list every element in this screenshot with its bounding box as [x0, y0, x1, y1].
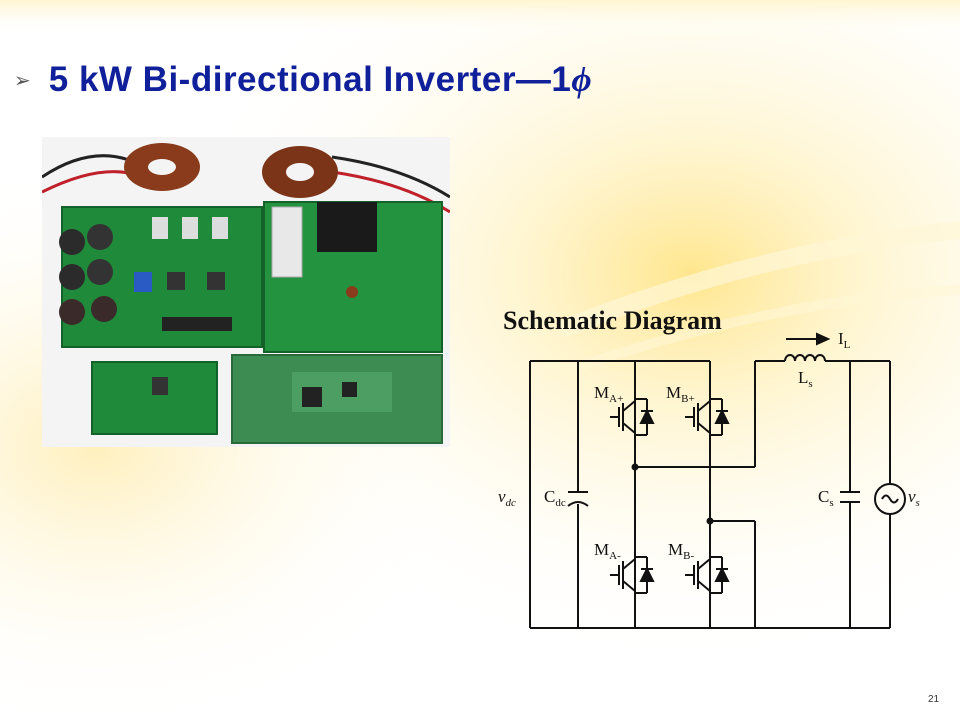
switch-ma-minus — [610, 525, 655, 628]
switch-mb-plus — [685, 361, 730, 467]
ac-source-icon — [874, 483, 906, 515]
cdc-capacitor-curve — [567, 501, 589, 507]
label-ls: Ls — [798, 368, 813, 390]
slide-title-row: ➢ 5 kW Bi-directional Inverter—1ϕ — [14, 58, 592, 102]
slide-title-text: 5 kW Bi-directional Inverter—1 — [48, 60, 572, 99]
inverter-board-photo — [42, 137, 450, 447]
inductor-ls — [784, 354, 826, 362]
label-ma-minus: MA- — [594, 540, 621, 562]
slide-title: 5 kW Bi-directional Inverter—1ϕ — [49, 60, 592, 100]
schematic-diagram: vdc Cdc MA+ MB+ MA- MB- Ls IL Cs vs — [498, 329, 920, 629]
page-number: 21 — [928, 694, 940, 705]
bullet-arrow-icon: ➢ — [14, 68, 31, 92]
label-vdc: vdc — [498, 487, 516, 509]
switch-ma-plus — [610, 361, 655, 467]
switch-mb-minus — [685, 525, 730, 628]
label-mb-plus: MB+ — [666, 383, 695, 405]
label-vs: vs — [908, 487, 920, 509]
current-arrow-icon — [816, 332, 831, 346]
label-mb-minus: MB- — [668, 540, 694, 562]
label-cs: Cs — [818, 487, 834, 509]
label-ma-plus: MA+ — [594, 383, 623, 405]
label-il: IL — [838, 329, 851, 351]
schematic-title: Schematic Diagram — [503, 306, 722, 335]
phi-symbol: ϕ — [571, 60, 593, 99]
label-cdc: Cdc — [544, 487, 566, 509]
